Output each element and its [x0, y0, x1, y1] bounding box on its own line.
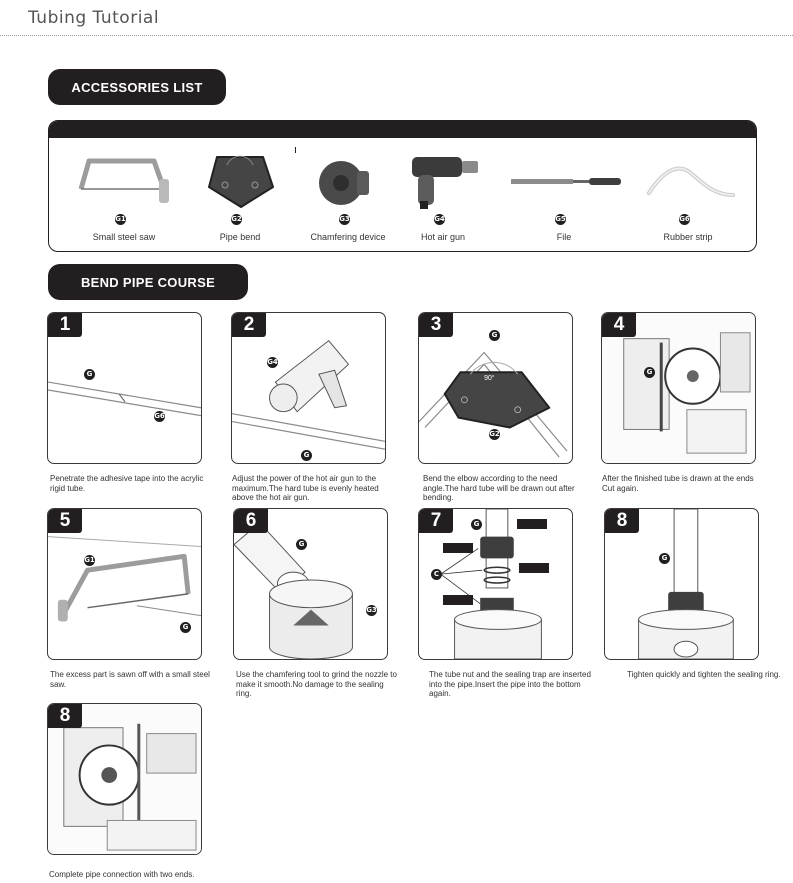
step-badge: G — [644, 367, 655, 378]
chamfer-illustration — [234, 522, 353, 659]
step-caption: After the finished tube is drawn at the … — [602, 474, 754, 493]
accessory-badge: G1 — [115, 214, 126, 225]
accessory-label: Small steel saw — [92, 232, 156, 242]
step-caption: Bend the elbow according to the need ang… — [423, 474, 575, 502]
step-number: 7 — [419, 509, 453, 533]
tighten-nut-illustration — [638, 509, 734, 659]
step-badge: G1 — [84, 555, 95, 566]
accessory-badge: G3 — [339, 214, 350, 225]
accessory-item: G1 Small steel saw — [59, 143, 189, 249]
step-number: 5 — [48, 509, 82, 533]
step-badge: G4 — [267, 357, 278, 368]
step-caption: Adjust the power of the hot air gun to t… — [232, 474, 379, 502]
step-badge: G3 — [366, 605, 377, 616]
callout-box — [517, 519, 547, 529]
callout-box — [519, 563, 549, 573]
chamfer-tool-icon — [319, 161, 369, 205]
accessory-item: G6 Rubber strip — [623, 143, 753, 249]
step-number: 4 — [602, 313, 636, 337]
accessories-bar — [49, 121, 756, 138]
accessory-label: Chamfering device — [310, 232, 386, 242]
final-assembly-illustration — [48, 704, 201, 854]
step-panel-8: 8 G — [604, 508, 759, 660]
step-panel-6: 6 G G3 — [233, 508, 388, 660]
heat-gun-illustration — [232, 339, 385, 450]
step-number: 6 — [234, 509, 268, 533]
step-caption: Penetrate the adhesive tape into the acr… — [50, 474, 204, 493]
angle-label: 90° — [484, 374, 495, 382]
pc-case-illustration — [602, 313, 755, 463]
rubber-strip-icon — [647, 166, 735, 197]
step-panel-3: 90° 3 G G2 — [418, 312, 573, 464]
accessory-label: File — [556, 232, 572, 242]
accessory-label: Pipe bend — [219, 232, 261, 242]
accessory-badge: G5 — [555, 214, 566, 225]
step-number: 8 — [48, 704, 82, 728]
hacksaw-icon — [78, 158, 169, 203]
step-caption: The tube nut and the sealing trap are in… — [429, 670, 591, 698]
step-caption: The excess part is sawn off with a small… — [50, 670, 210, 689]
step-badge: G — [489, 330, 500, 341]
saw-cut-illustration — [48, 536, 201, 622]
step-badge: G — [180, 622, 191, 633]
file-tool-icon — [511, 178, 621, 185]
step-badge: G6 — [154, 411, 165, 422]
hot-air-gun-icon — [412, 157, 478, 209]
accessory-badge: G6 — [679, 214, 690, 225]
step-panel-2: 2 G4 G — [231, 312, 386, 464]
step-number: 8 — [605, 509, 639, 533]
bend-elbow-illustration: 90° — [419, 351, 568, 458]
step-badge: G2 — [489, 429, 500, 440]
step-panel-4: 4 G — [601, 312, 756, 464]
fitting-assembly-illustration — [440, 509, 542, 659]
title-divider — [0, 35, 793, 36]
callout-box — [443, 595, 473, 605]
accessories-panel: G1 Small steel saw G2 Pipe bend G3 Chamf… — [48, 120, 757, 252]
accessory-label: Hot air gun — [420, 232, 466, 242]
step-panel-9: 8 — [47, 703, 202, 855]
accessory-item: G5 File — [499, 143, 629, 249]
accessory-item: G3 Chamfering device — [283, 143, 413, 249]
step-caption: Use the chamfering tool to grind the noz… — [236, 670, 397, 698]
step-number: 2 — [232, 313, 266, 337]
step-badge: G — [301, 450, 312, 461]
section-bend-course-header: BEND PIPE COURSE — [48, 264, 248, 300]
accessory-item: G4 Hot air gun — [378, 143, 508, 249]
step-caption: Complete pipe connection with two ends. — [49, 870, 195, 879]
step-badge: G — [84, 369, 95, 380]
step-caption: Tighten quickly and tighten the sealing … — [627, 670, 781, 679]
step-number: 3 — [419, 313, 453, 337]
step-badge: C — [431, 569, 442, 580]
step-panel-5: 5 G1 G — [47, 508, 202, 660]
step-number: 1 — [48, 313, 82, 337]
section-accessories-header: ACCESSORIES LIST — [48, 69, 226, 105]
accessory-item: G2 Pipe bend — [175, 143, 305, 249]
marker-tick — [295, 147, 296, 153]
accessory-badge: G2 — [231, 214, 242, 225]
accessory-label: Rubber strip — [663, 232, 713, 242]
tube-tape-illustration — [48, 381, 201, 417]
step-panel-1: 1 G G6 — [47, 312, 202, 464]
pipe-bend-icon — [208, 155, 274, 208]
step-badge: G — [471, 519, 482, 530]
step-panel-7: 7 G C — [418, 508, 573, 660]
accessory-badge: G4 — [434, 214, 445, 225]
step-badge: G — [296, 539, 307, 550]
callout-box — [443, 543, 473, 553]
step-badge: G — [659, 553, 670, 564]
page-title: Tubing Tutorial — [28, 8, 160, 28]
